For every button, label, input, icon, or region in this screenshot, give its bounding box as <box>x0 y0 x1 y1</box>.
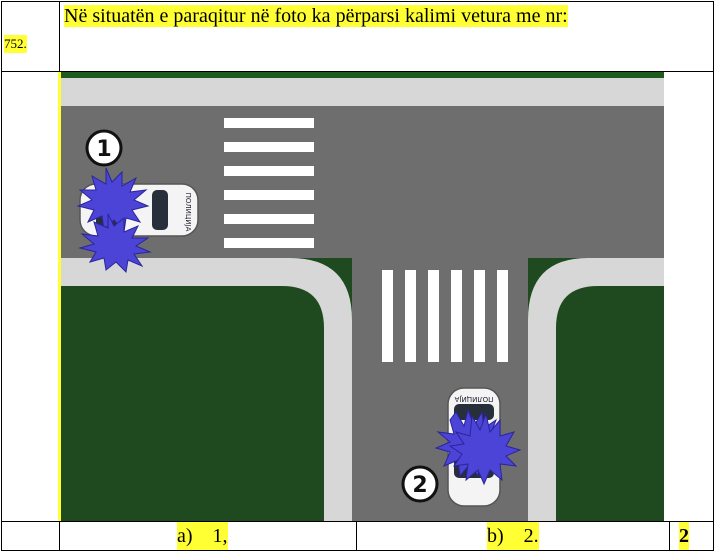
car2-text: ПОЛИЦИЈА <box>454 395 493 403</box>
crosswalk-lower <box>382 270 508 362</box>
answer-a[interactable]: a) 1, <box>177 522 228 550</box>
left-corner-sidewalk <box>58 258 352 521</box>
police-car-1: ПОЛИЦИЈА 1 <box>76 129 199 274</box>
car1-text: ПОЛИЦИЈА <box>184 193 192 232</box>
question-text-cell: Në situatën e paraqitur në foto ka përpa… <box>64 4 709 28</box>
question-text: Në situatën e paraqitur në foto ka përpa… <box>64 5 568 27</box>
crosswalk-upper <box>224 118 314 248</box>
answers-empty-cell <box>2 522 60 550</box>
question-row: 752. Në situatën e paraqitur në foto ka … <box>2 2 713 72</box>
answer-b-cell[interactable]: b) 2. <box>356 522 670 550</box>
score-value: 2 <box>679 522 689 550</box>
answer-a-cell[interactable]: a) 1, <box>59 522 357 550</box>
question-number-cell: 752. <box>2 2 60 71</box>
score-cell: 2 <box>669 522 713 550</box>
answer-b[interactable]: b) 2. <box>487 522 539 550</box>
answers-row: a) 1, b) 2. 2 <box>2 522 713 550</box>
car2-number: 2 <box>412 473 427 498</box>
question-number: 752. <box>4 35 27 53</box>
figure-row: ПОЛИЦИЈА 1 ПОЛИЦИЈА 2 <box>2 72 713 522</box>
car1-number-badge <box>85 129 123 167</box>
car1-number: 1 <box>96 137 111 162</box>
intersection-illustration: ПОЛИЦИЈА 1 ПОЛИЦИЈА 2 <box>58 72 664 521</box>
car2-number-badge <box>401 465 439 503</box>
top-sidewalk <box>58 78 664 106</box>
police-car-2: ПОЛИЦИЈА 2 <box>401 387 522 507</box>
right-corner-sidewalk <box>528 258 664 521</box>
